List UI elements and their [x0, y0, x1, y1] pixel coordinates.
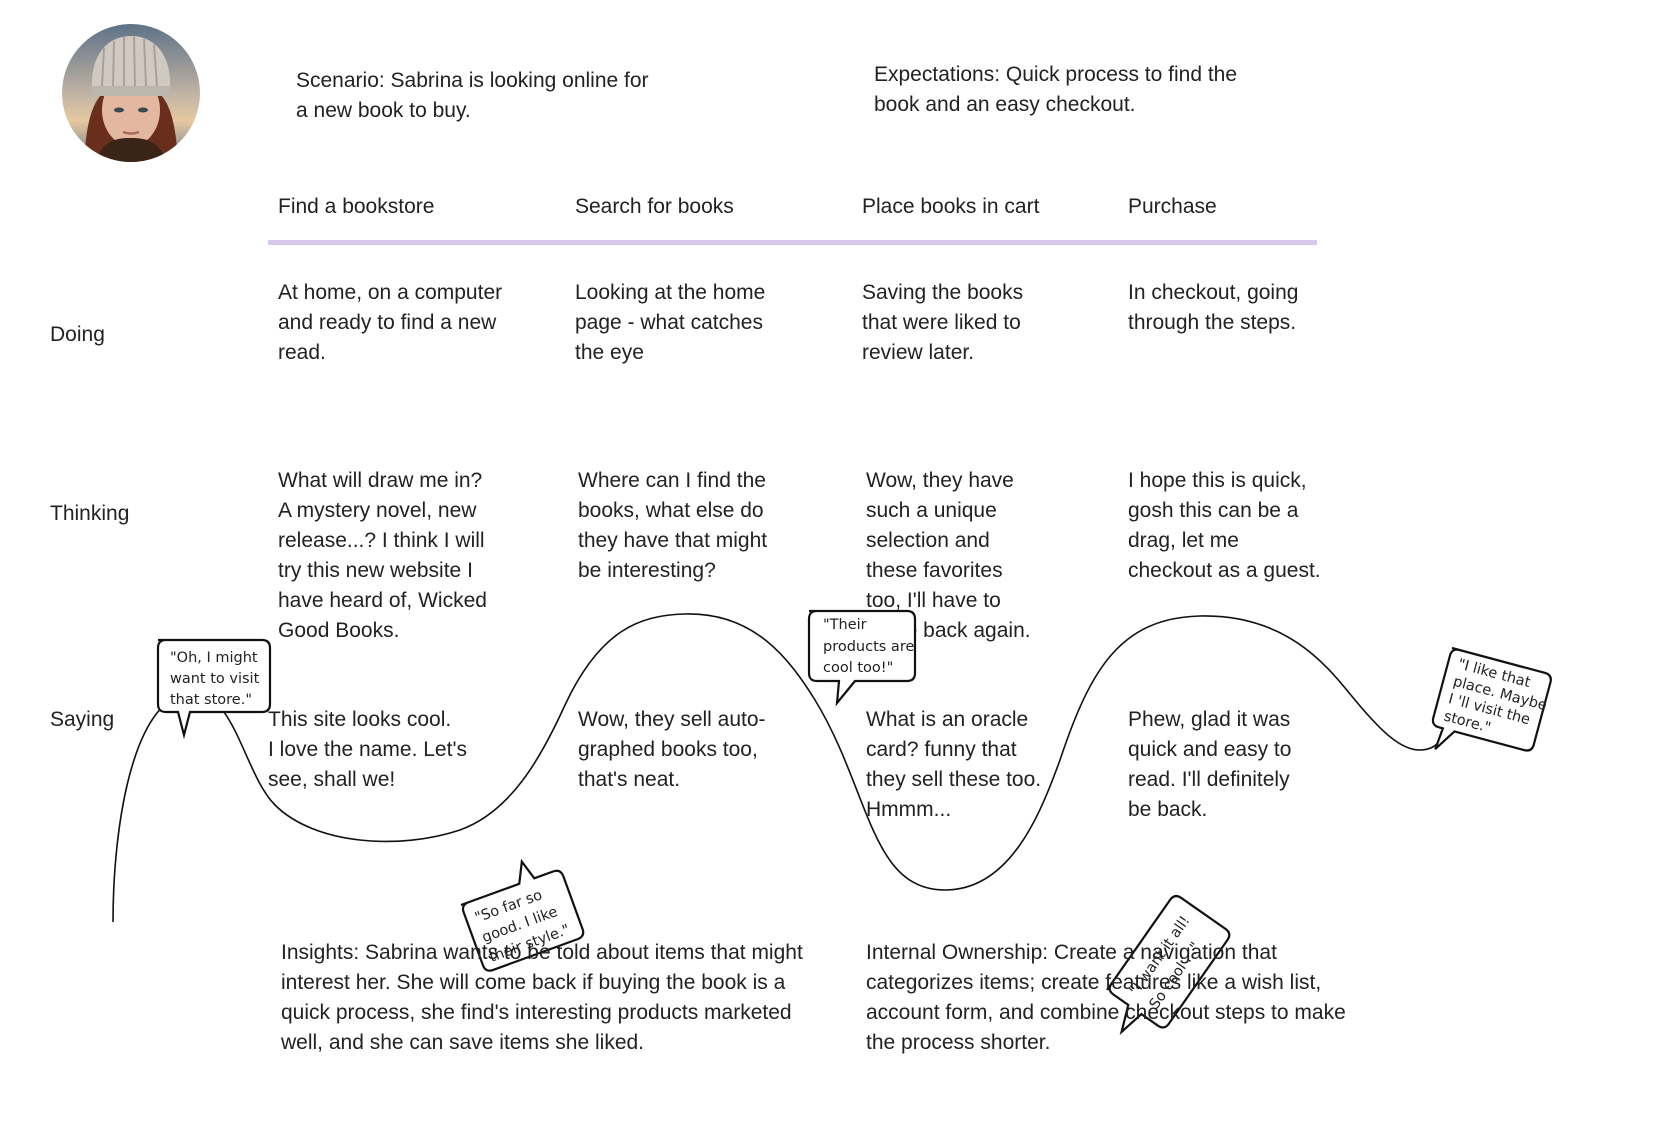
row-label-thinking: Thinking: [50, 502, 130, 525]
stage-purchase: Purchase: [1128, 195, 1217, 218]
stage-divider: [268, 240, 1317, 245]
thinking-place-in-cart: Wow, they have such a unique selection a…: [866, 469, 1031, 642]
expectations-text: Expectations: Quick process to find the …: [874, 63, 1238, 116]
saying-place-in-cart: What is an oracle card? funny that they …: [866, 708, 1042, 821]
persona-avatar: [62, 24, 200, 162]
thinking-search-books: Where can I find the books, what else do…: [578, 469, 768, 582]
speech-bubble-1: "Oh, I might want to visit that store.": [156, 638, 272, 740]
row-label-saying: Saying: [50, 708, 115, 731]
speech-bubble-3-line-1: "Their: [823, 617, 867, 633]
speech-bubble-1-line-2: want to visit: [170, 671, 260, 687]
thinking-purchase: I hope this is quick, gosh this can be a…: [1128, 469, 1321, 582]
row-label-doing: Doing: [50, 323, 105, 346]
stage-place-in-cart: Place books in cart: [862, 195, 1040, 218]
doing-place-in-cart: Saving the books that were liked to revi…: [862, 281, 1024, 364]
internal-ownership-text: Internal Ownership: Create a navigation …: [866, 941, 1346, 1054]
saying-search-books: Wow, they sell auto- graphed books too, …: [578, 708, 766, 791]
speech-bubble-3-line-3: cool too!": [823, 660, 893, 676]
speech-bubble-2: "So far so good. I like their style.": [460, 858, 585, 972]
saying-purchase: Phew, glad it was quick and easy to read…: [1128, 708, 1292, 821]
doing-search-books: Looking at the home page - what catches …: [575, 281, 766, 364]
speech-bubble-1-line-3: that store.": [170, 692, 252, 708]
speech-bubble-5: "I like that place. Maybe I 'll visit th…: [1431, 646, 1552, 752]
thinking-find-bookstore: What will draw me in? A mystery novel, n…: [278, 469, 487, 642]
speech-bubble-3: "Their products are cool too!": [807, 609, 917, 707]
stage-find-bookstore: Find a bookstore: [278, 195, 435, 218]
speech-bubble-3-line-2: products are: [823, 639, 914, 655]
doing-find-bookstore: At home, on a computer and ready to find…: [278, 281, 503, 364]
insights-text: Insights: Sabrina wants to be told about…: [281, 941, 803, 1054]
saying-find-bookstore: This site looks cool. I love the name. L…: [268, 708, 467, 791]
doing-purchase: In checkout, going through the steps.: [1128, 281, 1299, 334]
stage-search-books: Search for books: [575, 195, 734, 218]
emotion-curve: [112, 613, 1449, 923]
scenario-text: Scenario: Sabrina is looking online for …: [296, 69, 649, 122]
speech-bubble-1-line-1: "Oh, I might: [170, 650, 258, 666]
